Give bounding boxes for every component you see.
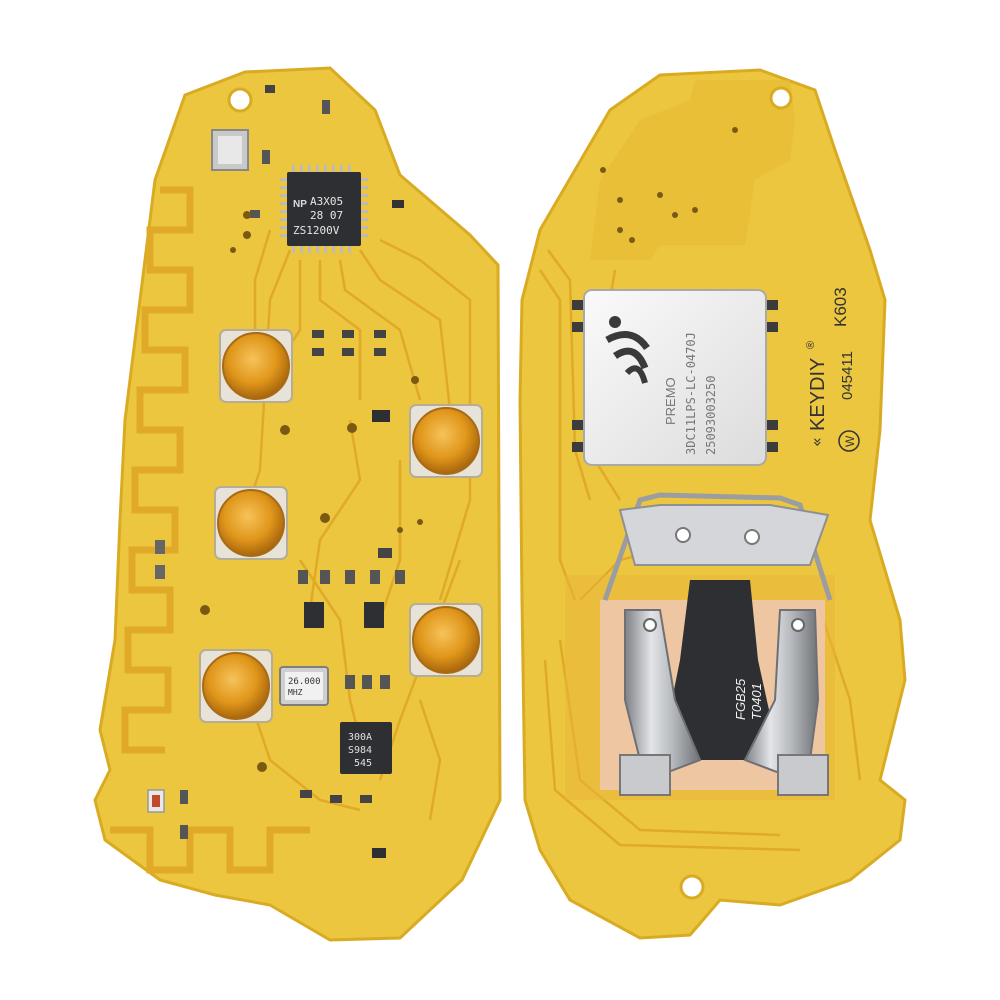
antenna-trace: [121, 186, 194, 754]
rf-line3: 545: [354, 758, 372, 769]
mcu-line3: ZS1200V: [293, 224, 340, 237]
rf-line2: S984: [348, 745, 372, 756]
clip-line2: T0401: [749, 683, 764, 720]
push-button-3: [214, 486, 288, 560]
right-vias: [600, 127, 738, 243]
mcu-chip: NP A3X05 28 07 ZS1200V: [280, 165, 368, 253]
rf-line1: 300A: [348, 732, 372, 743]
push-button-5: [199, 649, 273, 723]
premo-coil: PREMO 3DC11LPS-LC-0470J 25093003250: [572, 289, 778, 466]
premo-logo-icon: [605, 316, 650, 384]
coil-part: 3DC11LPS-LC-0470J: [684, 332, 698, 455]
brand-name: KEYDIY: [807, 358, 829, 431]
crystal-26mhz: 26.000 MHZ: [279, 666, 329, 706]
crystal-top: [211, 129, 249, 171]
push-button-1: [219, 329, 293, 403]
crystal-line1: 26.000: [288, 677, 321, 687]
w-badge-letter: W: [843, 435, 857, 447]
mcu-line2: 28 07: [310, 209, 343, 222]
right-mount-hole-bottom: [679, 874, 705, 900]
crystal-line2: MHZ: [288, 688, 303, 697]
model-number: K603: [831, 287, 850, 327]
copper-pour-top: [590, 80, 795, 260]
smd-components: [147, 85, 405, 858]
coil-maker: PREMO: [663, 377, 678, 425]
serial-number: 045411: [839, 351, 856, 400]
push-button-4: [409, 603, 483, 677]
rf-chip: 300A S984 545: [340, 722, 392, 774]
vias: [200, 211, 470, 772]
mcu-logo: NP: [293, 199, 307, 210]
w-badge: W: [838, 430, 860, 452]
brand-trademark: ®: [805, 341, 817, 349]
clip-body: [660, 580, 780, 760]
push-button-2: [409, 404, 483, 478]
right-pcb-board: PREMO 3DC11LPS-LC-0470J 25093003250 « KE…: [518, 68, 907, 940]
clip-line1: FGB25: [733, 678, 748, 720]
brand-arrow-icon: «: [807, 437, 826, 447]
left-mount-hole: [227, 87, 253, 113]
left-pcb-board: NP A3X05 28 07 ZS1200V: [93, 66, 502, 942]
right-mount-hole-top: [769, 86, 793, 110]
antenna-trace-bottom: [110, 826, 310, 874]
battery-clip: FGB25 T0401: [602, 492, 833, 796]
mcu-line1: A3X05: [310, 195, 343, 208]
coil-lot: 25093003250: [704, 376, 718, 455]
